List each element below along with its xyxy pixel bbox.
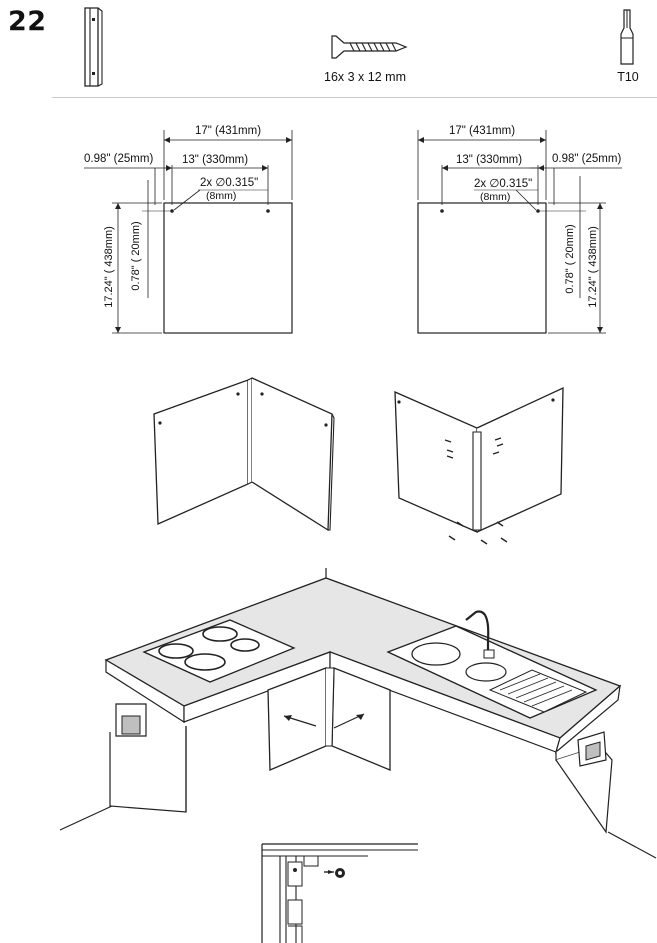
panels-open-illustration bbox=[153, 377, 335, 532]
right-drill-mm: (8mm) bbox=[480, 191, 511, 203]
left-top-offset-label: 0.78" ( 20mm) bbox=[130, 221, 142, 291]
right-offset-label: 0.98" (25mm) bbox=[552, 153, 622, 165]
left-panel-drawing bbox=[84, 130, 293, 334]
corner-bracket-icon bbox=[84, 7, 103, 87]
screw-label: 16x 3 x 12 mm bbox=[324, 70, 406, 84]
left-drill-label: 2x ∅0.315" bbox=[200, 177, 259, 189]
screw-icon bbox=[331, 35, 408, 59]
panels-joined-illustration bbox=[394, 386, 564, 545]
left-spacing-label: 13" (330mm) bbox=[182, 154, 249, 166]
right-height-label: 17.24" ( 438mm) bbox=[587, 226, 599, 308]
kitchen-corner-illustration bbox=[59, 568, 657, 859]
step-number: 22 bbox=[8, 6, 47, 37]
left-offset-label: 0.98" (25mm) bbox=[84, 153, 154, 165]
right-spacing-label: 13" (330mm) bbox=[456, 154, 523, 166]
bracket-detail-illustration bbox=[261, 843, 418, 943]
right-panel-drawing bbox=[417, 130, 622, 334]
right-top-offset-label: 0.78" ( 20mm) bbox=[564, 224, 576, 294]
torx-bit-icon bbox=[620, 9, 634, 65]
header-divider bbox=[52, 97, 657, 98]
right-width-label: 17" (431mm) bbox=[448, 125, 516, 137]
bit-label: T10 bbox=[617, 70, 639, 84]
left-height-label: 17.24" ( 438mm) bbox=[103, 226, 115, 308]
left-drill-mm: (8mm) bbox=[206, 190, 237, 202]
right-drill-label: 2x ∅0.315" bbox=[474, 178, 533, 190]
left-width-label: 17" (431mm) bbox=[194, 125, 262, 137]
